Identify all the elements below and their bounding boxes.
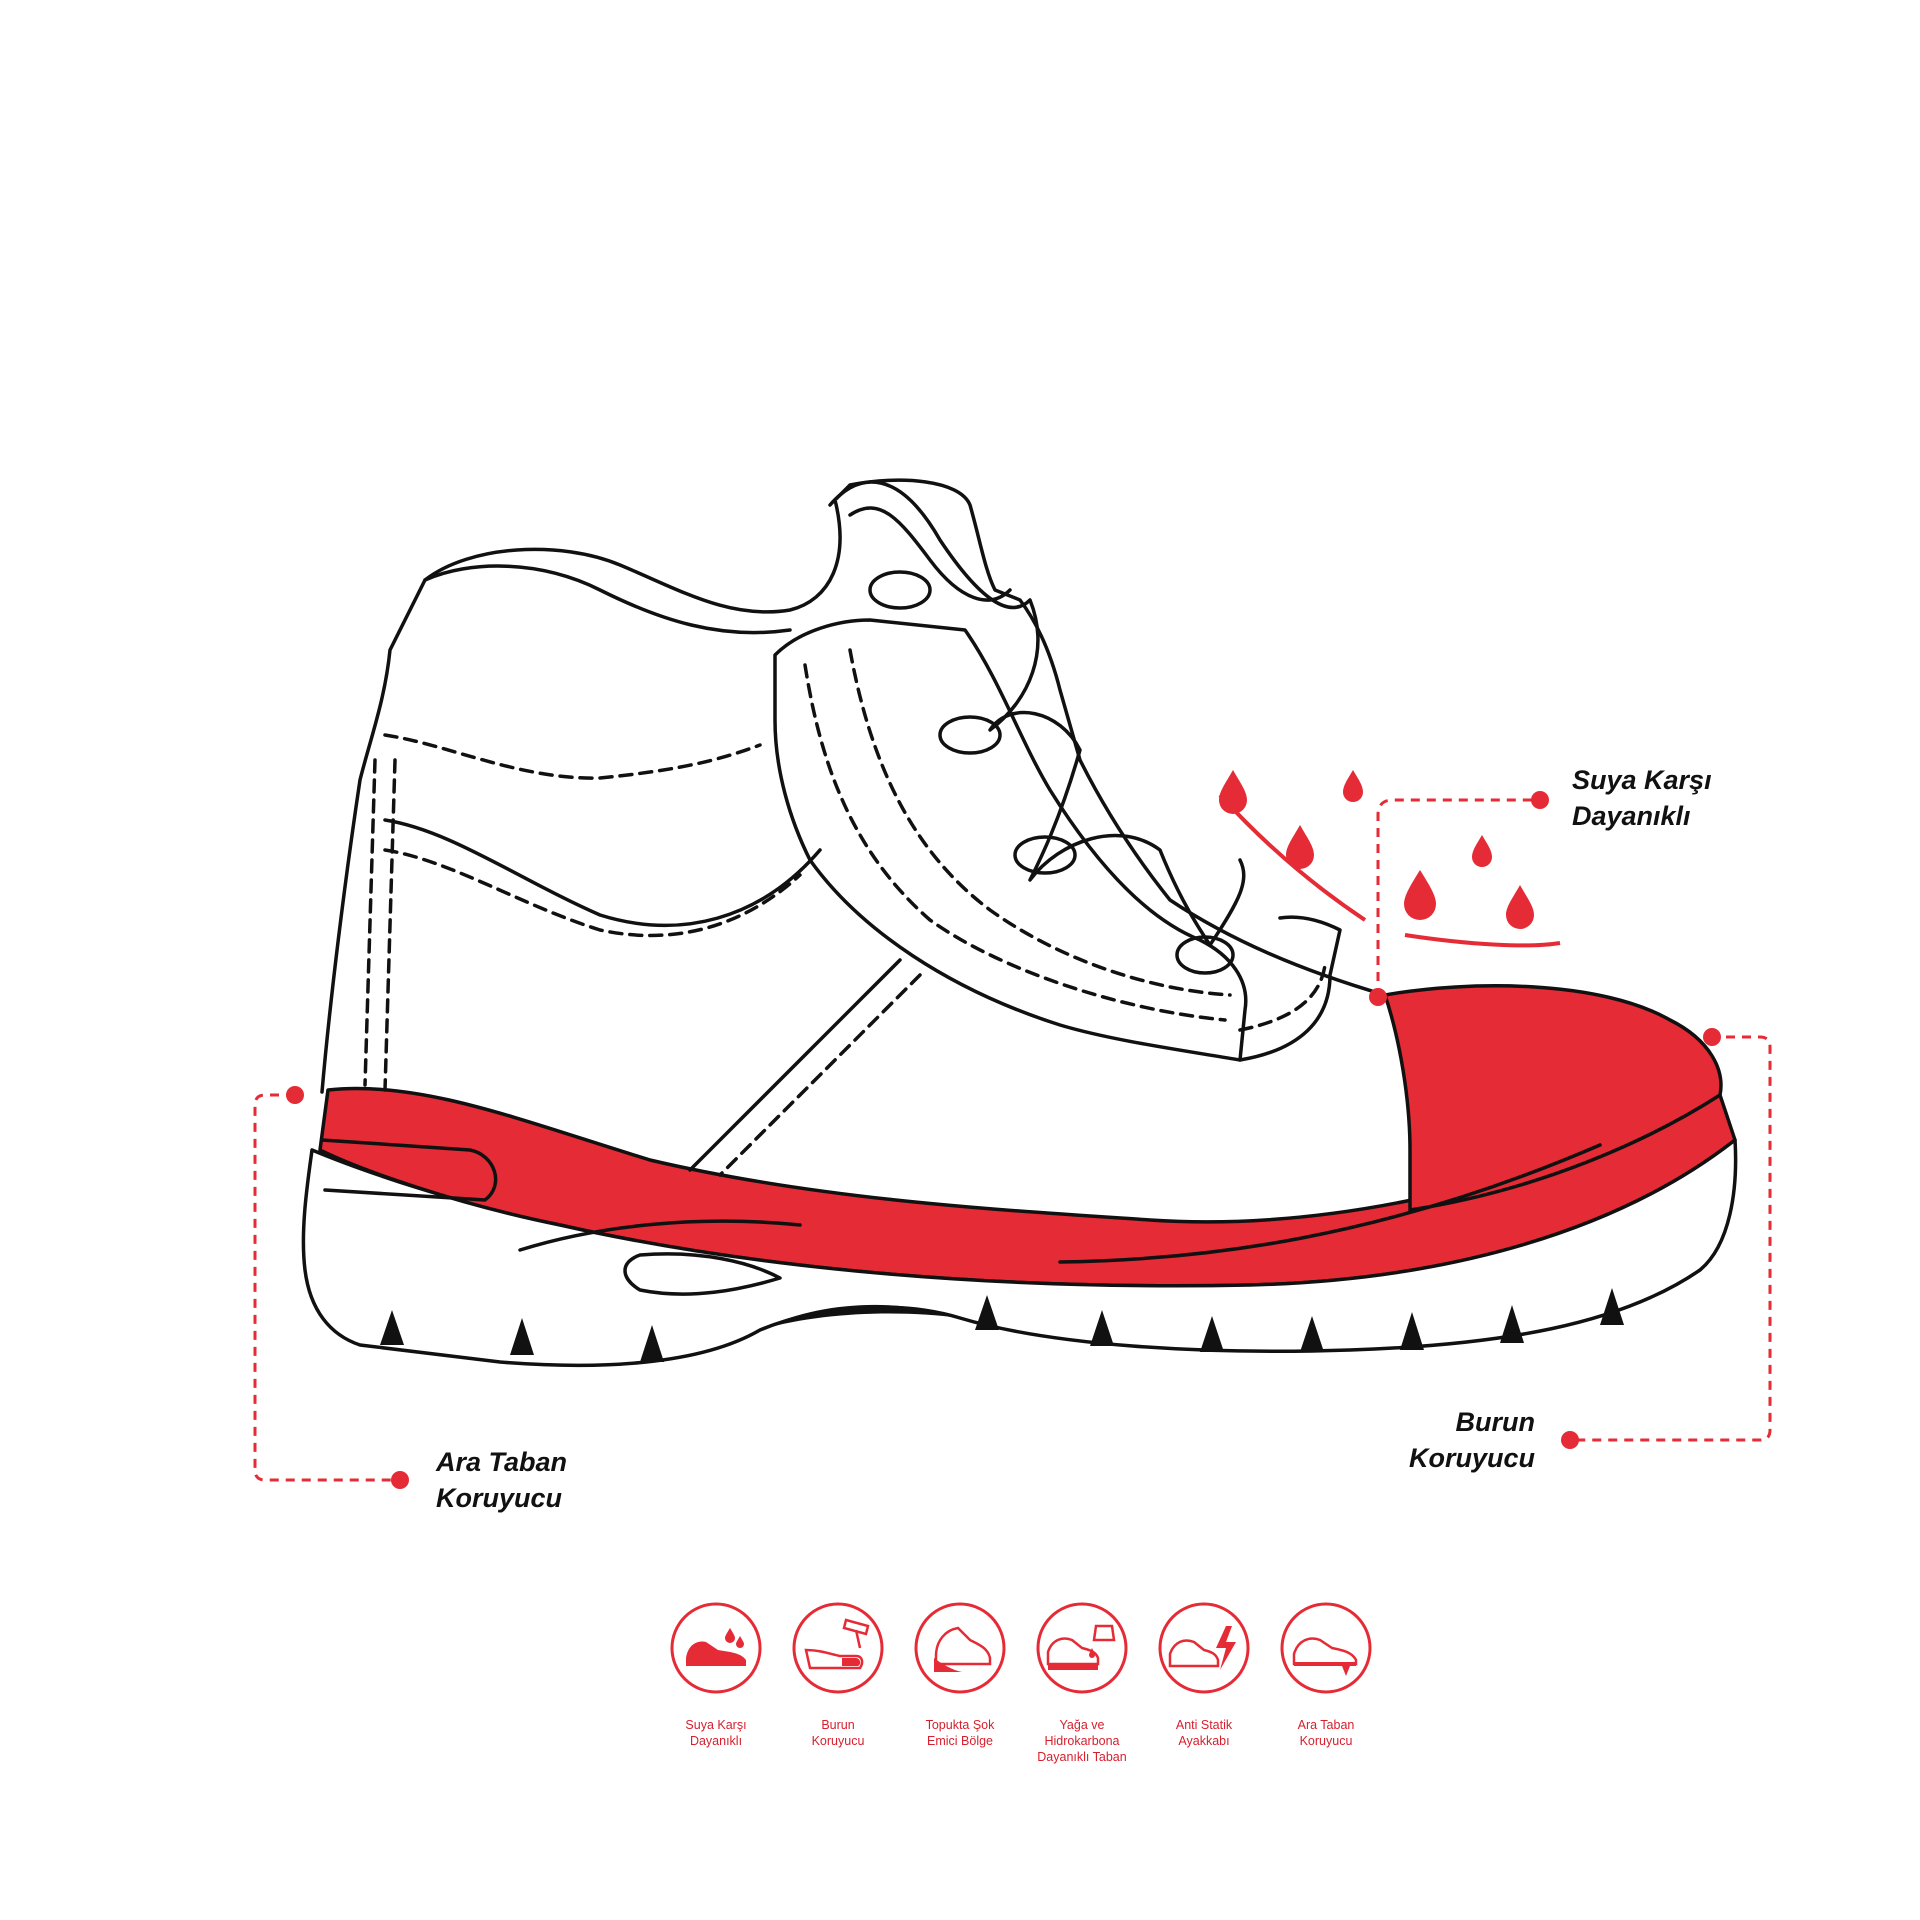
antistatic-shoe-icon: [1158, 1602, 1250, 1694]
feature-label-line2: Koruyucu: [811, 1734, 865, 1748]
midsole-protection-icon: [1280, 1602, 1372, 1694]
boot-illustration: [301, 478, 1738, 1368]
feature-label: Yağa ve Hidrokarbona Dayanıklı Taban: [1021, 1717, 1143, 1765]
feature-label-line2: Emici Bölge: [927, 1734, 993, 1748]
feature-label-line1: Suya Karşı: [685, 1718, 747, 1732]
feature-label-line2: Koruyucu: [1299, 1734, 1353, 1748]
dot-water-anchor: [1369, 988, 1387, 1006]
callout-water-line1: Suya Karşı: [1572, 765, 1712, 795]
callout-water-line2: Dayanıklı: [1572, 801, 1691, 831]
feature-midsole-protector: Ara Taban Koruyucu: [1265, 1600, 1387, 1749]
callout-water-resistant: Suya Karşı Dayanıklı: [1572, 762, 1712, 834]
feature-heel-shock: Topukta Şok Emici Bölge: [899, 1600, 1021, 1749]
feature-antistatic: Anti Statik Ayakkabı: [1143, 1600, 1265, 1749]
callout-leaders: [253, 798, 1772, 1482]
dot-midsole-label: [391, 1471, 409, 1489]
feature-label-line1: Ara Taban: [1297, 1718, 1355, 1732]
outsole: [301, 1138, 1738, 1368]
feature-label: Ara Taban Koruyucu: [1265, 1717, 1387, 1749]
feature-label-line1: Anti Statik: [1175, 1718, 1233, 1732]
feature-icon-row: Suya Karşı Dayanıklı Burun Koruyucu Topu…: [655, 1600, 1385, 1800]
toe-cap-red: [1383, 984, 1723, 1212]
feature-label-line2: Ayakkabı: [1178, 1734, 1230, 1748]
callout-midsole-protector: Ara Taban Koruyucu: [436, 1444, 567, 1516]
heel-shock-absorb-icon: [914, 1602, 1006, 1694]
water-splash: [1218, 770, 1561, 948]
callout-toe-line1: Burun: [1455, 1407, 1535, 1437]
water-resistant-shoe-icon: [670, 1602, 762, 1694]
feature-label: Burun Koruyucu: [777, 1717, 899, 1749]
dot-toe-anchor: [1703, 1028, 1721, 1046]
callout-midsole-line1: Ara Taban: [436, 1447, 568, 1477]
feature-label-line1: Topukta Şok: [925, 1718, 995, 1732]
feature-label-line2: Dayanıklı: [689, 1734, 743, 1748]
dot-toe-label: [1561, 1431, 1579, 1449]
feature-water-resistant: Suya Karşı Dayanıklı: [655, 1600, 777, 1749]
feature-toe-protector: Burun Koruyucu: [777, 1600, 899, 1749]
tread-lugs: [380, 1288, 1624, 1362]
laces: [828, 480, 1246, 947]
leader-toe: [1570, 1035, 1772, 1442]
callout-dots: [286, 791, 1721, 1489]
boot-upper: [320, 478, 1387, 1094]
feature-label: Anti Statik Ayakkabı: [1143, 1717, 1265, 1749]
feature-label-line3: Dayanıklı Taban: [1037, 1750, 1127, 1764]
feature-label-line1: Yağa ve: [1059, 1718, 1105, 1732]
feature-label-line2: Hidrokarbona: [1044, 1734, 1120, 1748]
dot-midsole-anchor: [286, 1086, 304, 1104]
feature-oil-resistant: Yağa ve Hidrokarbona Dayanıklı Taban: [1021, 1600, 1143, 1765]
toe-cap-hammer-icon: [792, 1602, 884, 1694]
leader-midsole: [253, 1093, 400, 1482]
callout-toe-protector: Burun Koruyucu: [1330, 1404, 1535, 1476]
feature-label-line1: Burun: [821, 1718, 855, 1732]
leader-water: [1376, 798, 1540, 997]
oil-resistant-sole-icon: [1036, 1602, 1128, 1694]
lace-flap: [773, 618, 1248, 1062]
dot-water-label: [1531, 791, 1549, 809]
feature-label: Topukta Şok Emici Bölge: [899, 1717, 1021, 1749]
callout-toe-line2: Koruyucu: [1408, 1443, 1535, 1473]
feature-label: Suya Karşı Dayanıklı: [655, 1717, 777, 1749]
callout-midsole-line2: Koruyucu: [436, 1483, 563, 1513]
